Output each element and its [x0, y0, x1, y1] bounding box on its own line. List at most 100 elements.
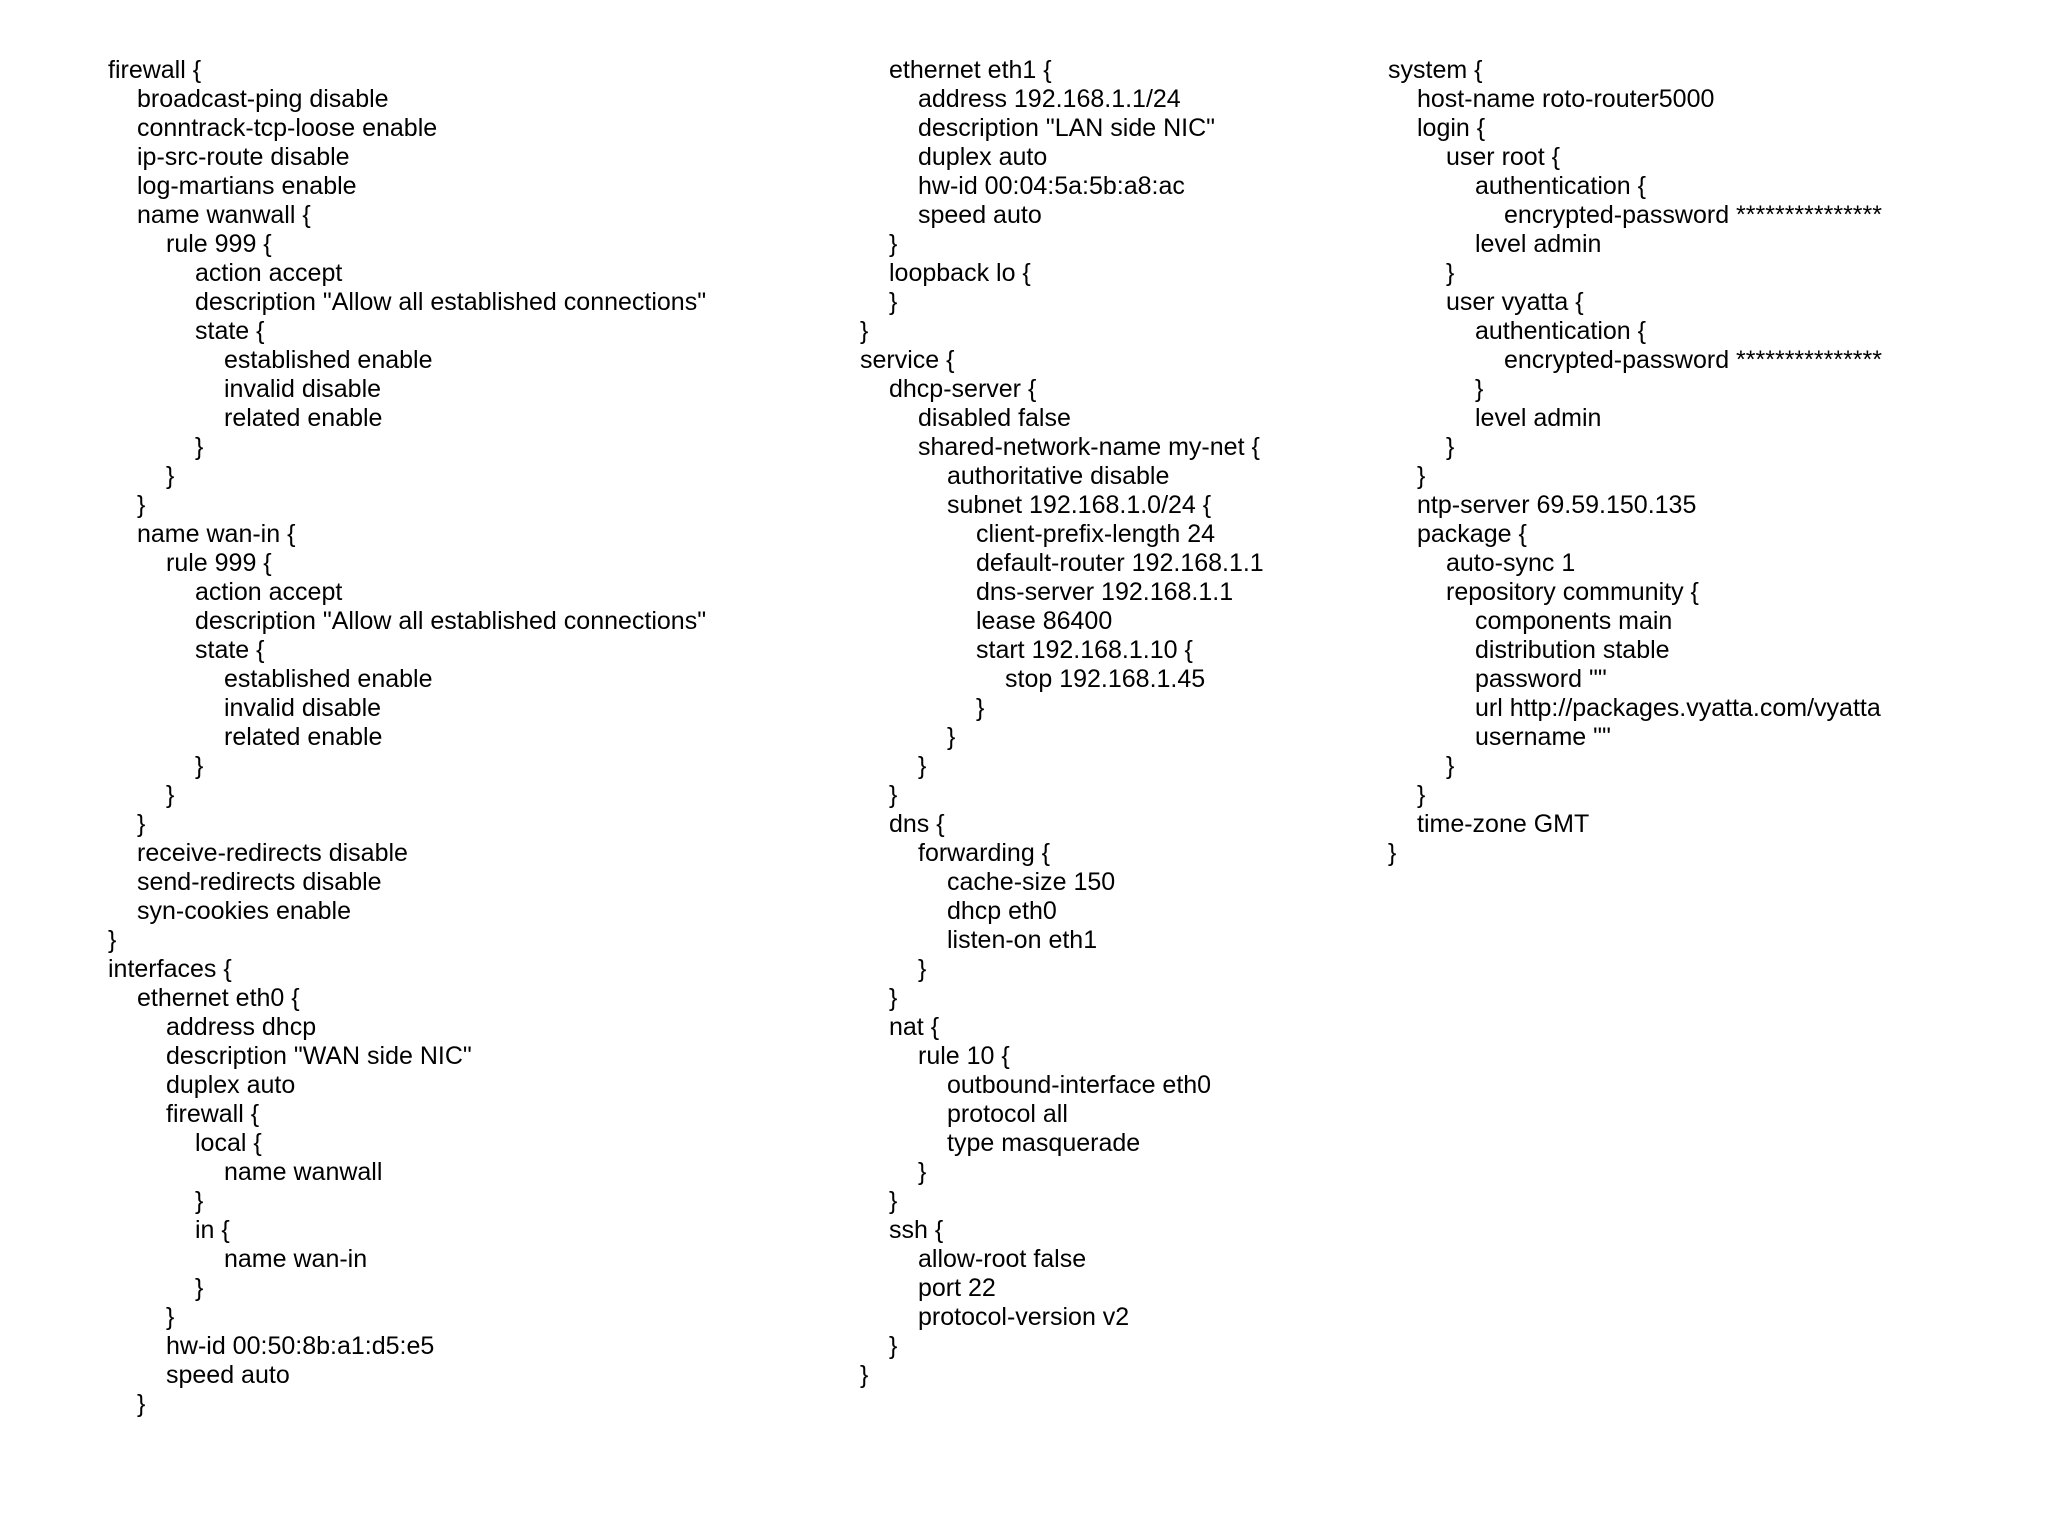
config-line: established enable: [224, 346, 433, 374]
config-line: description "Allow all established conne…: [195, 288, 707, 316]
config-line: ssh {: [889, 1216, 944, 1244]
config-line: distribution stable: [1475, 636, 1670, 664]
config-line: firewall {: [108, 56, 202, 84]
config-line: password "": [1475, 665, 1607, 693]
config-line: stop 192.168.1.45: [1005, 665, 1206, 693]
config-line: repository community {: [1446, 578, 1699, 606]
config-line: address 192.168.1.1/24: [918, 85, 1181, 113]
config-line: firewall {: [166, 1100, 260, 1128]
config-line: invalid disable: [224, 694, 382, 722]
config-line: }: [1388, 839, 1397, 867]
config-line: login {: [1417, 114, 1486, 142]
config-line: authoritative disable: [947, 462, 1170, 490]
config-line: host-name roto-router5000: [1417, 85, 1715, 113]
config-line: dhcp eth0: [947, 897, 1057, 925]
config-line: }: [889, 1187, 898, 1215]
config-line: }: [195, 1274, 204, 1302]
config-line: name wanwall {: [137, 201, 311, 229]
config-line: }: [166, 1303, 175, 1331]
config-line: start 192.168.1.10 {: [976, 636, 1193, 664]
config-line: }: [1417, 462, 1426, 490]
config-line: nat {: [889, 1013, 940, 1041]
config-line: forwarding {: [918, 839, 1051, 867]
config-line: }: [918, 1158, 927, 1186]
config-line: cache-size 150: [947, 868, 1116, 896]
config-line: listen-on eth1: [947, 926, 1098, 954]
config-line: }: [918, 955, 927, 983]
config-line: port 22: [918, 1274, 996, 1302]
config-line: }: [860, 317, 869, 345]
config-line: }: [108, 926, 117, 954]
config-line: hw-id 00:04:5a:5b:a8:ac: [918, 172, 1185, 200]
config-line: allow-root false: [918, 1245, 1087, 1273]
config-line: action accept: [195, 578, 343, 606]
config-line: in {: [195, 1216, 230, 1244]
config-line: ethernet eth1 {: [889, 56, 1052, 84]
config-line: rule 999 {: [166, 549, 272, 577]
config-line: }: [918, 752, 927, 780]
config-line: ip-src-route disable: [137, 143, 350, 171]
config-line: type masquerade: [947, 1129, 1141, 1157]
config-line: client-prefix-length 24: [976, 520, 1216, 548]
config-line: rule 10 {: [918, 1042, 1010, 1070]
config-line: default-router 192.168.1.1: [976, 549, 1264, 577]
config-line: subnet 192.168.1.0/24 {: [947, 491, 1212, 519]
config-line: }: [889, 781, 898, 809]
config-line: state {: [195, 636, 265, 664]
config-line: }: [889, 288, 898, 316]
config-line: dns {: [889, 810, 945, 838]
config-line: lease 86400: [976, 607, 1113, 635]
config-line: }: [889, 230, 898, 258]
config-line: }: [976, 694, 985, 722]
config-line: components main: [1475, 607, 1673, 635]
config-line: }: [889, 1332, 898, 1360]
config-line: duplex auto: [166, 1071, 296, 1099]
config-line: log-martians enable: [137, 172, 357, 200]
config-line: level admin: [1475, 404, 1602, 432]
config-line: time-zone GMT: [1417, 810, 1590, 838]
config-line: local {: [195, 1129, 262, 1157]
config-line: username "": [1475, 723, 1611, 751]
config-line: speed auto: [166, 1361, 290, 1389]
config-line: }: [166, 462, 175, 490]
config-line: }: [137, 1390, 146, 1418]
config-line: related enable: [224, 404, 383, 432]
config-line: name wan-in {: [137, 520, 296, 548]
config-line: }: [195, 1187, 204, 1215]
config-line: system {: [1388, 56, 1483, 84]
config-line: name wan-in: [224, 1245, 368, 1273]
config-line: encrypted-password ***************: [1504, 201, 1882, 229]
config-line: dhcp-server {: [889, 375, 1037, 403]
config-line: name wanwall: [224, 1158, 383, 1186]
config-line: user vyatta {: [1446, 288, 1584, 316]
config-line: authentication {: [1475, 172, 1646, 200]
config-line: }: [195, 433, 204, 461]
config-line: user root {: [1446, 143, 1560, 171]
config-line: }: [1446, 433, 1455, 461]
config-line: protocol-version v2: [918, 1303, 1130, 1331]
config-line: }: [889, 984, 898, 1012]
config-line: ntp-server 69.59.150.135: [1417, 491, 1697, 519]
config-line: description "LAN side NIC": [918, 114, 1216, 142]
config-line: authentication {: [1475, 317, 1646, 345]
config-line: action accept: [195, 259, 343, 287]
config-line: conntrack-tcp-loose enable: [137, 114, 438, 142]
config-line: dns-server 192.168.1.1: [976, 578, 1234, 606]
config-line: }: [860, 1361, 869, 1389]
config-line: broadcast-ping disable: [137, 85, 389, 113]
config-line: service {: [860, 346, 955, 374]
config-line: address dhcp: [166, 1013, 317, 1041]
config-line: description "WAN side NIC": [166, 1042, 472, 1070]
config-line: }: [1446, 259, 1455, 287]
config-line: syn-cookies enable: [137, 897, 352, 925]
config-line: shared-network-name my-net {: [918, 433, 1260, 461]
config-line: hw-id 00:50:8b:a1:d5:e5: [166, 1332, 435, 1360]
config-line: }: [1417, 781, 1426, 809]
config-line: package {: [1417, 520, 1527, 548]
config-line: protocol all: [947, 1100, 1068, 1128]
config-line: }: [1446, 752, 1455, 780]
